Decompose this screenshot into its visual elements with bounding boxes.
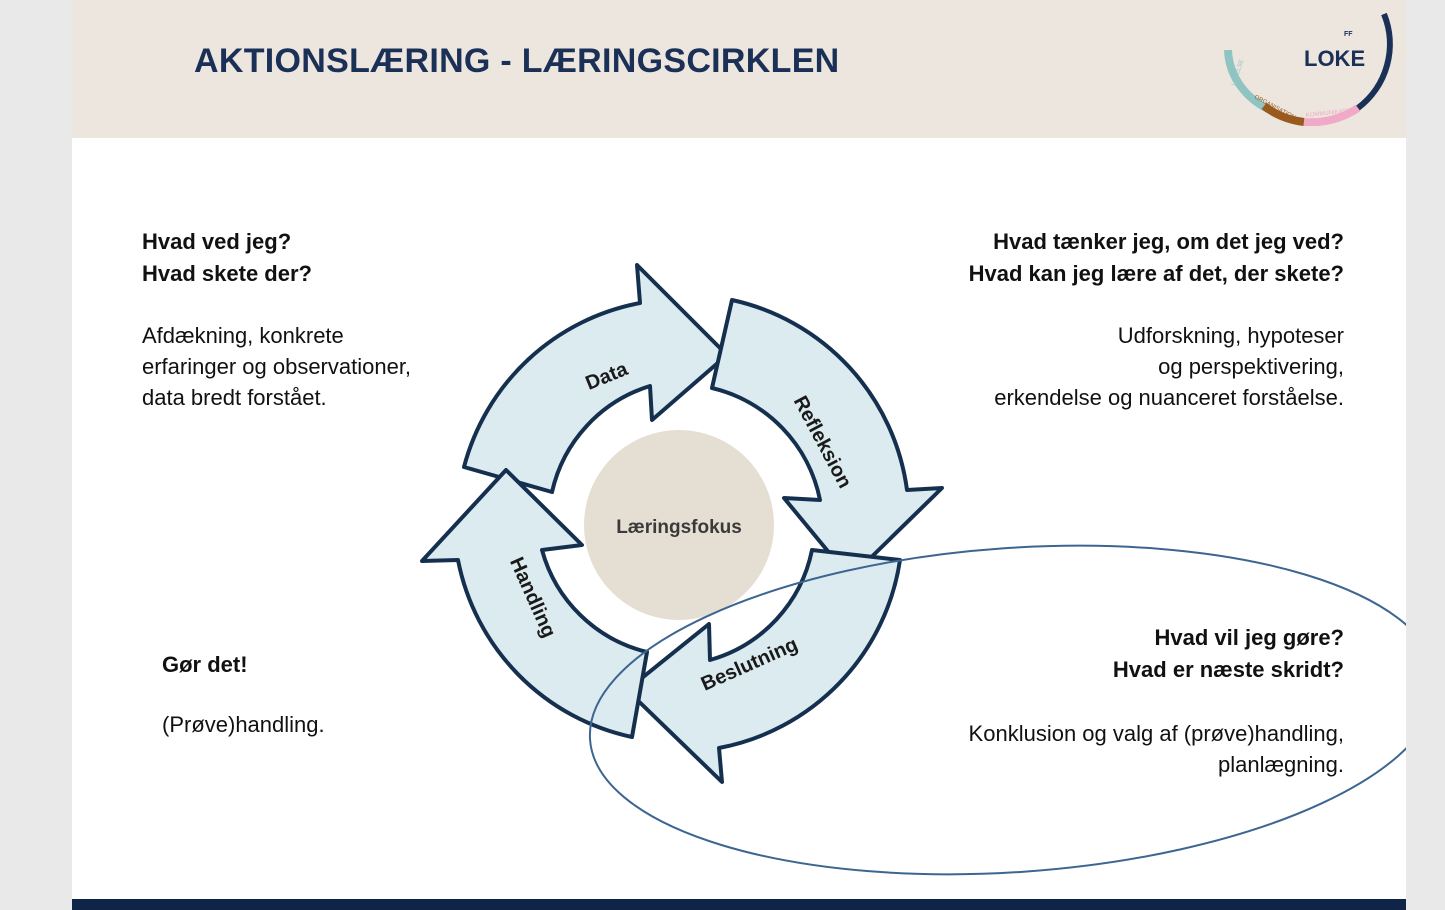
- quadrant-bottom-left: Gør det! (Prøve)handling.: [162, 649, 325, 740]
- question-block: Hvad vil jeg gøre? Hvad er næste skridt?: [969, 622, 1344, 686]
- arrow-refleksion: [710, 298, 944, 580]
- loke-logo: FF LOKE LEDELSE ORGANISATION KOMMUNIKATI…: [1224, 12, 1393, 126]
- logo-arc-brown: [1261, 102, 1305, 126]
- arrow-data: [462, 263, 729, 494]
- description-line: erkendelse og nuanceret forståelse.: [994, 385, 1344, 410]
- question-block: Gør det!: [162, 649, 325, 681]
- description-line: Konklusion og valg af (prøve)handling,: [968, 721, 1344, 746]
- logo-arc-teal: [1224, 49, 1272, 114]
- question-line: Hvad ved jeg?: [142, 229, 292, 254]
- description-block: Konklusion og valg af (prøve)handling, p…: [969, 718, 1344, 780]
- description-line: (Prøve)handling.: [162, 712, 325, 737]
- arrow-beslutning: [625, 548, 902, 784]
- question-block: Hvad tænker jeg, om det jeg ved? Hvad ka…: [969, 226, 1344, 290]
- question-line: Hvad kan jeg lære af det, der skete?: [968, 261, 1344, 286]
- quadrant-top-left: Hvad ved jeg? Hvad skete der? Afdækning,…: [142, 226, 411, 413]
- quadrant-top-right: Hvad tænker jeg, om det jeg ved? Hvad ka…: [969, 226, 1344, 413]
- description-block: (Prøve)handling.: [162, 709, 325, 740]
- description-line: data bredt forstået.: [142, 385, 327, 410]
- footer-bar: [72, 899, 1406, 910]
- question-line: Hvad tænker jeg, om det jeg ved?: [993, 229, 1344, 254]
- center-circle: [584, 430, 774, 620]
- logo-arc-pink: [1303, 104, 1361, 126]
- slide: AKTIONSLÆRING - LÆRINGSCIRKLEN FF LOKE L…: [72, 0, 1406, 910]
- description-block: Afdækning, konkrete erfaringer og observ…: [142, 320, 411, 413]
- slide-title: AKTIONSLÆRING - LÆRINGSCIRKLEN: [194, 42, 840, 80]
- learning-cycle-diagram: Læringsfokus Data Refleksion Beslutning …: [420, 263, 1406, 876]
- question-line: Hvad vil jeg gøre?: [1154, 625, 1345, 650]
- description-line: Udforskning, hypoteser: [1117, 323, 1344, 348]
- question-line: Gør det!: [162, 652, 248, 677]
- description-block: Udforskning, hypoteser og perspektiverin…: [969, 320, 1344, 413]
- highlight-ellipse: [588, 544, 1406, 876]
- header-band: AKTIONSLÆRING - LÆRINGSCIRKLEN FF LOKE L…: [72, 0, 1406, 138]
- description-line: planlægning.: [1218, 752, 1344, 777]
- question-line: Hvad skete der?: [142, 261, 312, 286]
- arrow-handling: [420, 468, 649, 739]
- question-line: Hvad er næste skridt?: [1112, 657, 1344, 682]
- logo-ring-word-3: KOMMUNIKATION: [1306, 108, 1357, 119]
- logo-wordmark: LOKE: [1304, 46, 1365, 71]
- description-line: erfaringer og observationer,: [142, 354, 412, 379]
- question-block: Hvad ved jeg? Hvad skete der?: [142, 226, 411, 290]
- description-line: og perspektivering,: [1158, 354, 1344, 379]
- description-line: Afdækning, konkrete: [142, 323, 344, 348]
- cycle-arrows: [420, 263, 944, 784]
- quadrant-bottom-right: Hvad vil jeg gøre? Hvad er næste skridt?…: [969, 622, 1344, 780]
- center-label: Læringsfokus: [616, 517, 742, 538]
- logo-superscript: FF: [1344, 31, 1353, 38]
- logo-arc-navy: [1356, 12, 1393, 111]
